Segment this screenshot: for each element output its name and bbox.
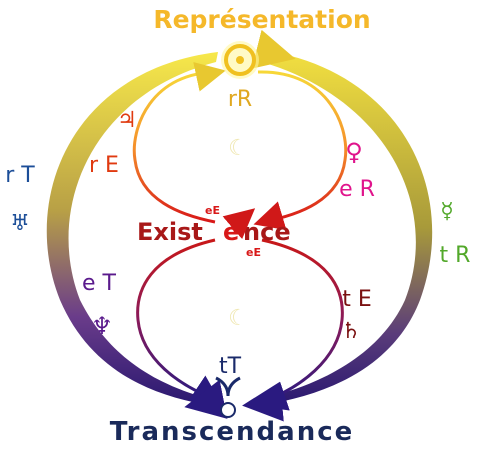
- saturn-icon: ♄: [341, 319, 361, 344]
- center-part3: nce: [243, 218, 291, 246]
- label-tR: t R: [440, 243, 471, 268]
- moon-icon-top: ☾: [228, 136, 248, 161]
- venus-icon: ♀: [345, 138, 363, 166]
- upper-arrow-left: [193, 62, 226, 92]
- label-tT: tT: [219, 354, 242, 379]
- center-sup-top: eE: [205, 204, 220, 217]
- jupiter-icon: ♃: [117, 108, 137, 133]
- outer-arrow-right: [242, 381, 284, 422]
- center-existence: Exist e nce eE eE: [137, 204, 291, 259]
- neptune-icon: ♆: [91, 312, 113, 340]
- label-rE: r E: [89, 153, 119, 178]
- center-arrow-icon: [222, 208, 256, 240]
- label-rT: r T: [5, 163, 35, 188]
- transcendence-symbol-icon: [215, 376, 241, 418]
- center-sup-bottom: eE: [246, 246, 261, 259]
- label-tE: t E: [342, 287, 372, 312]
- outer-arc-right: [262, 50, 433, 405]
- upper-arrow-right: [253, 201, 287, 231]
- lower-loop-right: [261, 238, 344, 404]
- upper-loop: [132, 70, 223, 224]
- title-representation: Représentation: [153, 5, 370, 34]
- outer-arc-left: [46, 52, 218, 405]
- label-rR: rR: [228, 87, 252, 112]
- title-transcendance: Transcendance: [110, 417, 355, 447]
- center-part1: Exist: [137, 218, 203, 246]
- moon-icon-bottom: ☾: [228, 306, 248, 331]
- lower-loop-left: [136, 238, 216, 400]
- sun-icon: [221, 41, 259, 79]
- uranus-icon: ♅: [10, 211, 30, 236]
- upper-loop-right: [257, 70, 348, 224]
- outer-arrow-top: [251, 29, 296, 69]
- outer-arrow-left: [184, 379, 228, 419]
- label-eR: e R: [339, 177, 375, 202]
- label-eT: e T: [82, 271, 117, 296]
- mercury-icon: ☿: [440, 199, 454, 224]
